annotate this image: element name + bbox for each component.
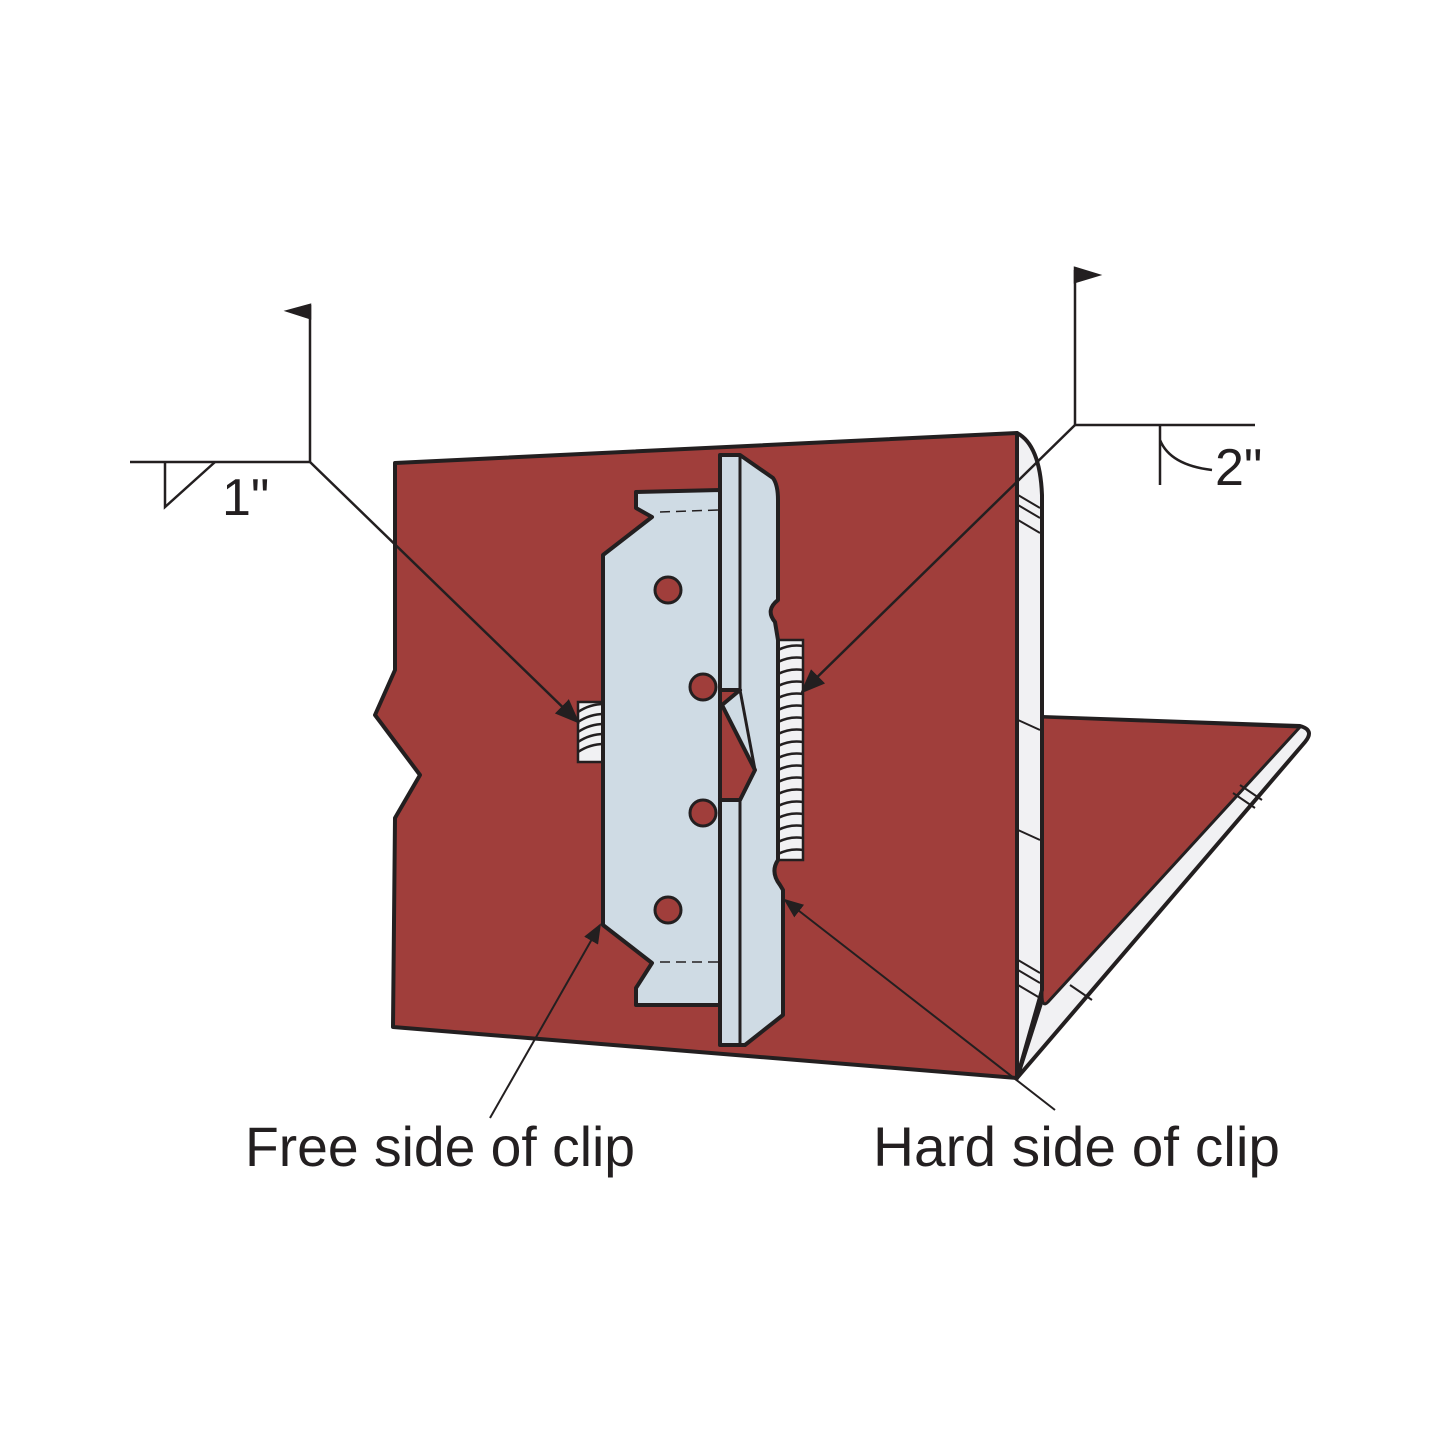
clip-front-flange [718, 453, 785, 1047]
nail-holes [653, 575, 718, 925]
hard-side-leader [783, 898, 1056, 1111]
free-side-leader [489, 923, 601, 1119]
hard-side-label: Hard side of clip [873, 1115, 1280, 1178]
free-side-label: Free side of clip [245, 1115, 635, 1178]
right-teeth [776, 638, 805, 862]
left-weld-symbol [130, 303, 580, 724]
clip-back-plate [601, 488, 722, 1007]
bottom-flange [1015, 715, 1311, 1080]
left-teeth [576, 700, 606, 764]
right-weld-size: 2" [1215, 439, 1262, 497]
panel-edge [1015, 431, 1044, 1080]
left-weld-size: 1" [222, 469, 269, 527]
right-weld-symbol [800, 266, 1255, 694]
